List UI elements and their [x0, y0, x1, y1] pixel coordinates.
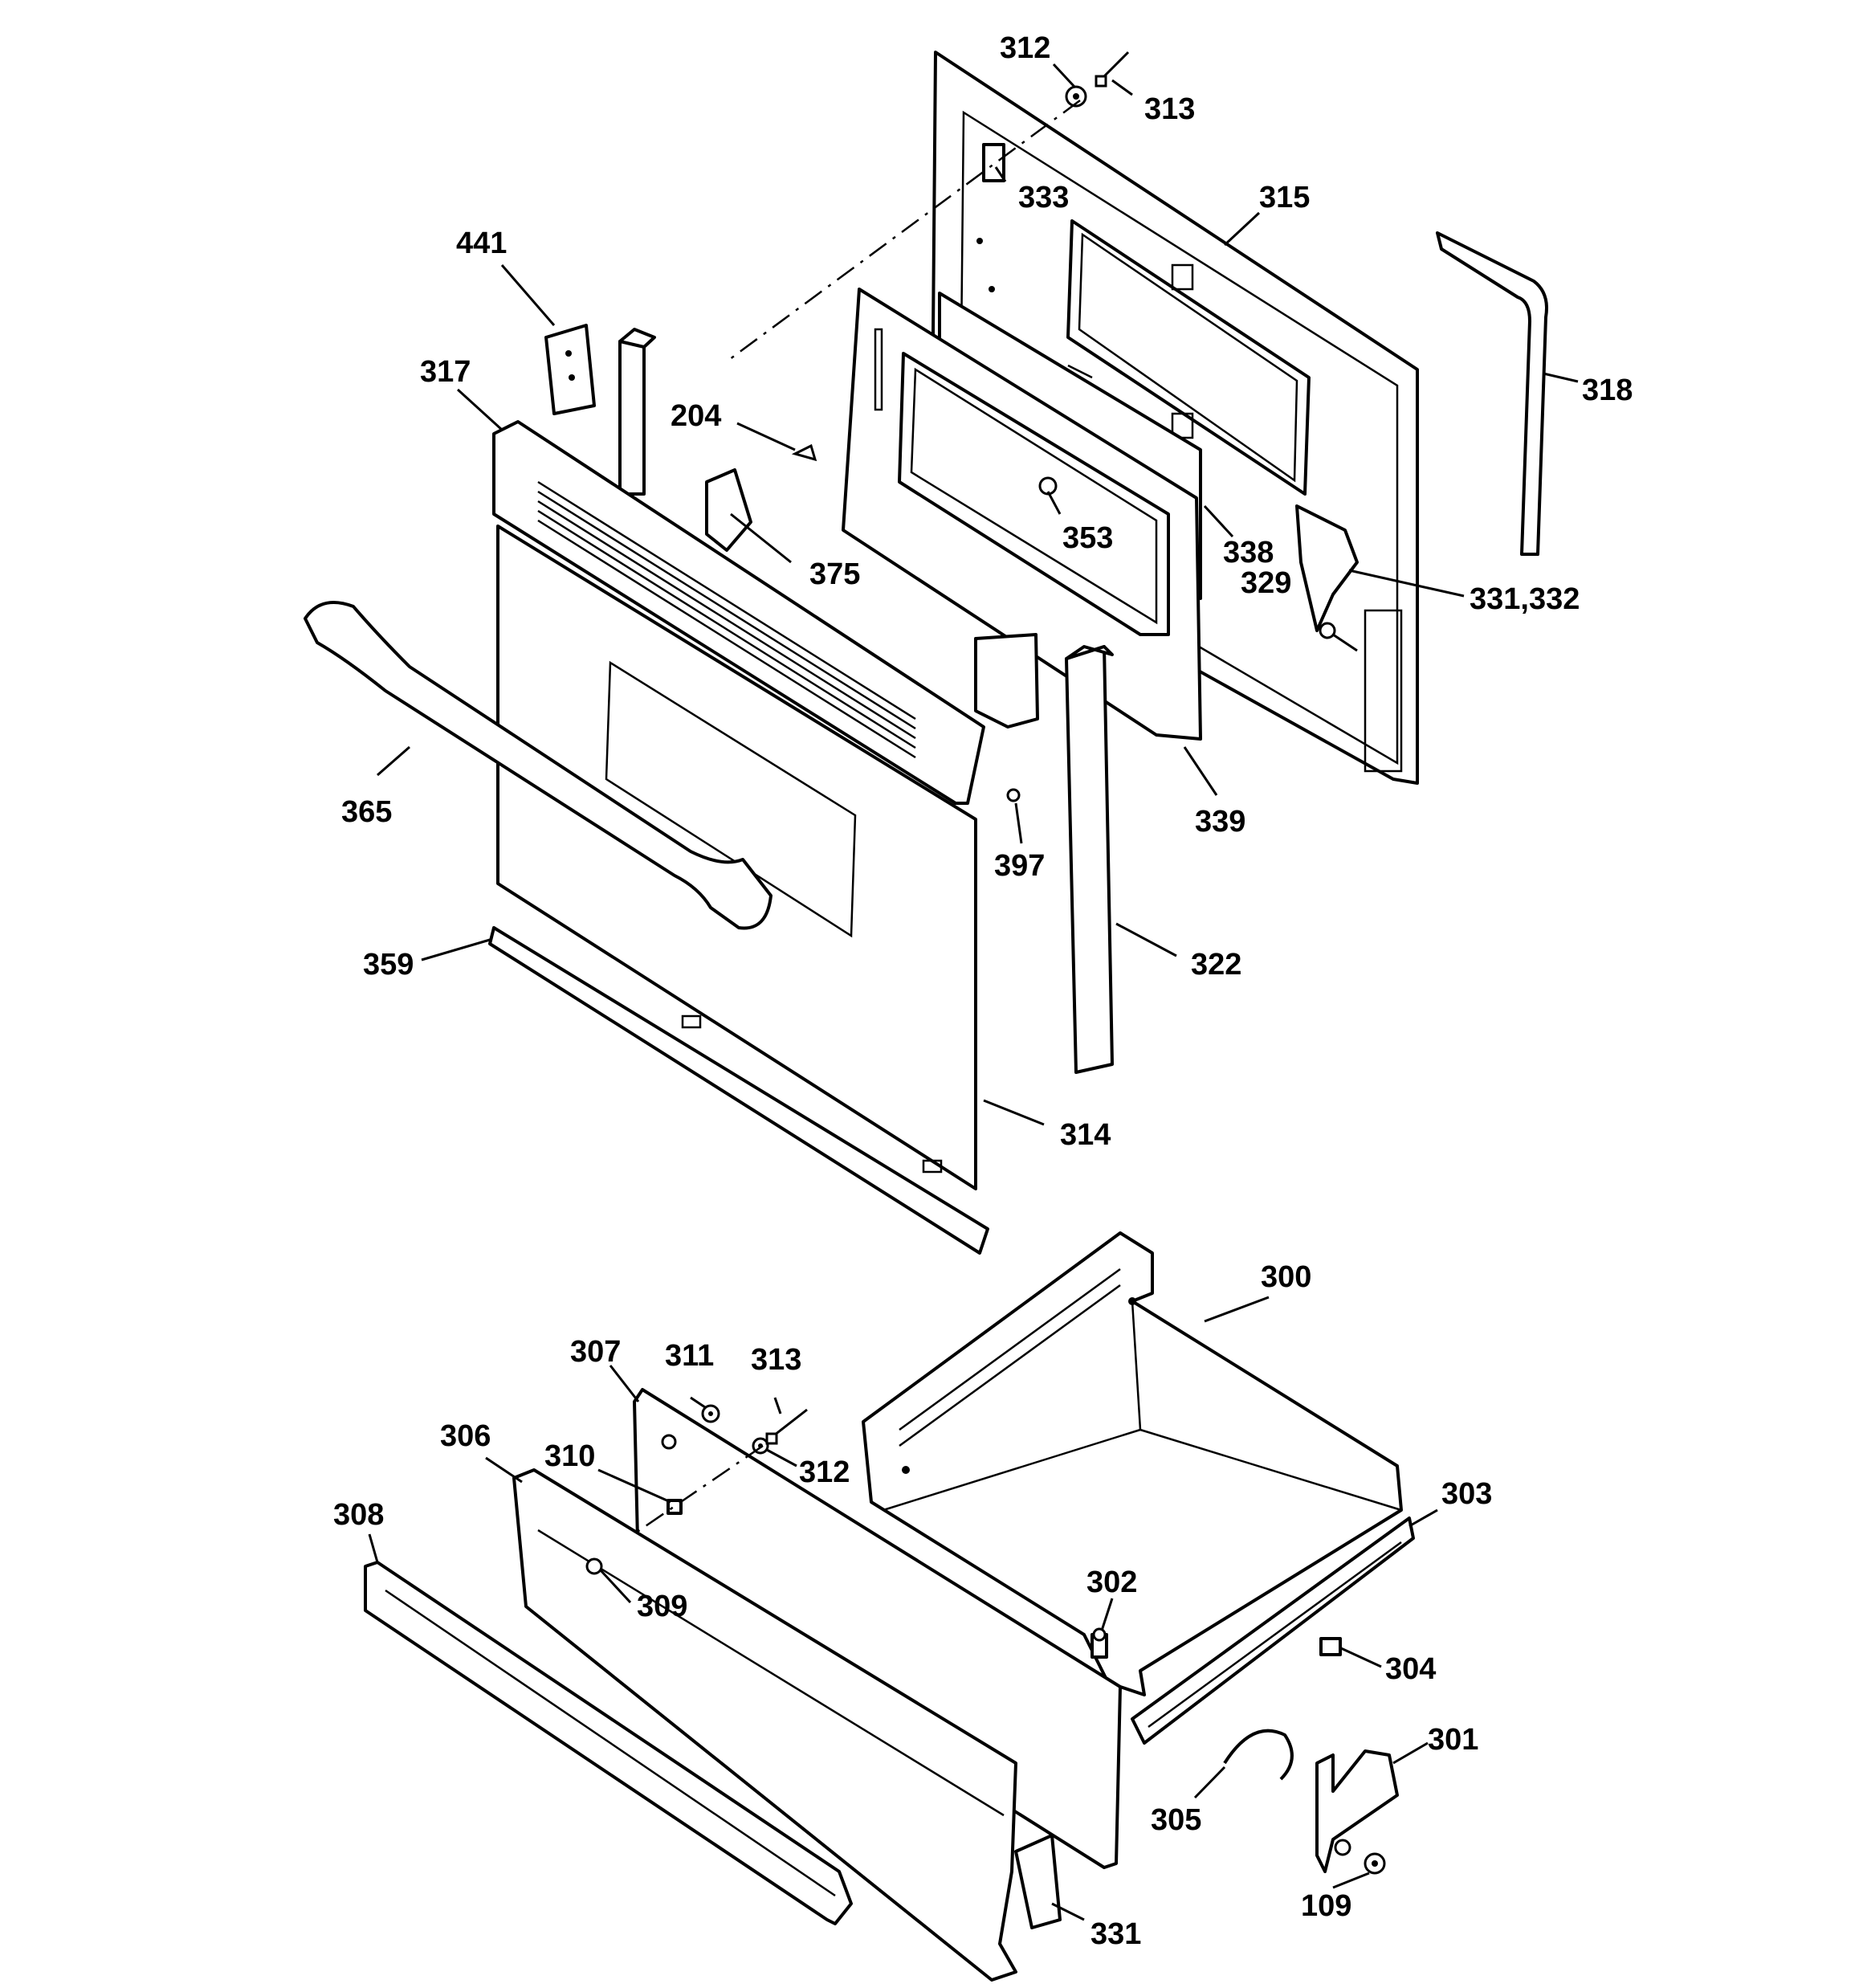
- kick-trim-308: [364, 1561, 853, 1925]
- label-204: 204: [671, 399, 721, 433]
- label-301: 301: [1428, 1723, 1478, 1757]
- label-302: 302: [1086, 1565, 1137, 1599]
- clip-ring-305: [1223, 1729, 1294, 1781]
- label-322: 322: [1191, 948, 1241, 982]
- label-333: 333: [1018, 181, 1069, 214]
- door-gasket-318: [1436, 231, 1548, 556]
- clip-333: [982, 143, 1005, 182]
- drawer-body-300: [862, 1231, 1403, 1696]
- clip-310: [667, 1499, 683, 1515]
- screw-313-top: [1095, 51, 1130, 88]
- pin-302: [1090, 1627, 1108, 1659]
- label-339: 339: [1195, 805, 1245, 839]
- nut-312-top: [1065, 85, 1087, 108]
- label-318: 318: [1582, 374, 1633, 407]
- label-306: 306: [440, 1419, 491, 1453]
- side-trim-322: [1065, 645, 1114, 1074]
- label-329: 329: [1241, 566, 1291, 600]
- nut-311: [701, 1404, 720, 1423]
- door-inner-panel-315: [930, 51, 1419, 785]
- label-310: 310: [544, 1439, 595, 1473]
- label-304: 304: [1385, 1652, 1436, 1686]
- label-109: 109: [1301, 1889, 1351, 1923]
- alignment-line: [726, 99, 1081, 363]
- label-365: 365: [341, 795, 392, 829]
- drawer-front-306: [512, 1468, 1017, 1982]
- bracket-441: [544, 324, 656, 496]
- label-309: 309: [637, 1590, 687, 1623]
- label-314: 314: [1060, 1118, 1111, 1152]
- label-303: 303: [1441, 1477, 1492, 1511]
- label-375: 375: [809, 557, 860, 591]
- bottom-trim-359: [488, 926, 989, 1255]
- label-311: 311: [665, 1339, 714, 1373]
- hinge-bracket-331-332: [1295, 504, 1359, 632]
- label-441: 441: [456, 227, 507, 260]
- screw-397: [1006, 788, 1021, 802]
- door-liner-frame-339: [842, 288, 1202, 741]
- label-315: 315: [1259, 181, 1310, 214]
- rear-bracket-301: [1315, 1749, 1399, 1873]
- roller-304: [1319, 1637, 1342, 1656]
- label-331-lower: 331: [1090, 1917, 1141, 1951]
- label-313-lower: 313: [751, 1343, 801, 1377]
- label-305: 305: [1151, 1803, 1201, 1837]
- label-359: 359: [363, 948, 414, 982]
- label-317: 317: [420, 355, 471, 389]
- door-handle-365: [304, 601, 773, 930]
- screw-329: [1319, 622, 1358, 652]
- screw-204: [791, 443, 817, 462]
- nut-109: [1364, 1852, 1386, 1875]
- label-397: 397: [994, 849, 1045, 883]
- leader-lines: [368, 63, 1579, 1921]
- screw-313-lower: [765, 1408, 808, 1445]
- label-353: 353: [1062, 521, 1113, 555]
- alignment-line-lower: [609, 1444, 764, 1552]
- vent-trim-317: [492, 420, 985, 805]
- label-308: 308: [333, 1498, 384, 1532]
- label-313-top: 313: [1144, 92, 1195, 126]
- label-331-332: 331,332: [1470, 582, 1580, 616]
- label-312-lower: 312: [799, 1455, 850, 1489]
- label-300: 300: [1261, 1260, 1311, 1294]
- label-338: 338: [1223, 536, 1274, 569]
- callout-labels: 312 313 333 315 441 318 317 204 353 375 …: [333, 31, 1633, 1951]
- label-312-top: 312: [1000, 31, 1050, 65]
- drawer-slide-303: [1131, 1517, 1415, 1745]
- bracket-331: [1014, 1834, 1062, 1929]
- label-307: 307: [570, 1335, 621, 1369]
- bracket-375: [705, 468, 1039, 729]
